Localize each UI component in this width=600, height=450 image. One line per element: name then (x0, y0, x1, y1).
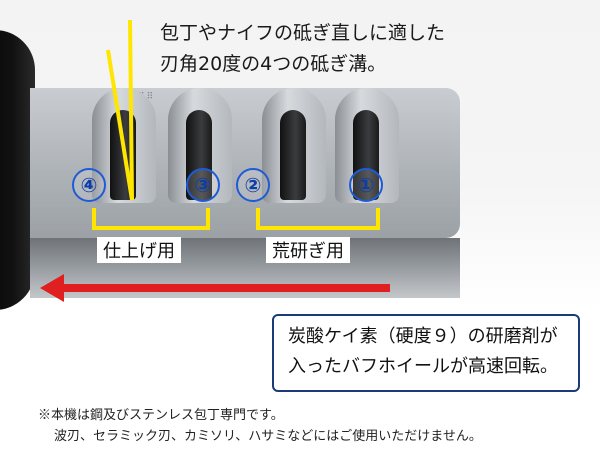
caption-line-1: 包丁やナイフの砥ぎ直しに適した (160, 22, 446, 44)
rough-label: 荒研ぎ用 (266, 237, 350, 263)
caption-line-2: 刃角20度の4つの砥ぎ溝。 (160, 53, 387, 75)
rough-bracket (256, 208, 380, 230)
slot-number-4: ④ (72, 168, 106, 202)
note-line-1: ※本機は鋼及びステンレス包丁専門です。 (38, 408, 284, 423)
slot-number-2: ② (236, 168, 270, 202)
sharpening-slot-2 (262, 88, 326, 203)
info-text: 炭酸ケイ素（硬度９）の研磨剤が 入ったバフホイールが高速回転。 (288, 322, 558, 382)
rotation-arrow-line (60, 284, 390, 292)
info-box: 炭酸ケイ素（硬度９）の研磨剤が 入ったバフホイールが高速回転。 (272, 314, 580, 392)
finish-bracket (92, 208, 210, 230)
info-line-2: 入ったバフホイールが高速回転。 (288, 356, 558, 377)
slot-number-3: ③ (186, 168, 220, 202)
slot-number-1: ① (349, 168, 383, 202)
knife-angle-icon (106, 19, 134, 201)
feature-caption: 包丁やナイフの砥ぎ直しに適した 刃角20度の4つの砥ぎ溝。 (160, 18, 445, 80)
info-line-1: 炭酸ケイ素（硬度９）の研磨剤が (288, 326, 558, 347)
product-photo: ⠿⠿ ⠿⠿⠿ ④ ③ ② ① 仕上げ用 荒研ぎ用 包丁やナイフの砥ぎ直しに適した… (0, 0, 600, 310)
black-housing (0, 30, 35, 310)
note-line-2: 波刃、セラミック刃、カミソリ、ハサミなどにはご使用いただけません。 (54, 429, 482, 444)
finish-label: 仕上げ用 (97, 237, 181, 263)
